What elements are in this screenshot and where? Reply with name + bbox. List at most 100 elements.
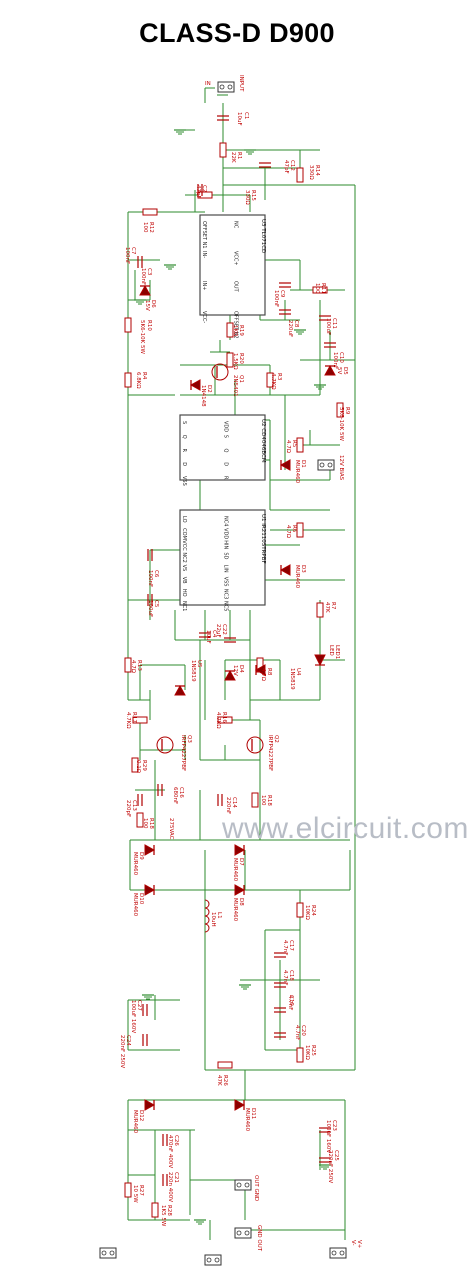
component-label: 10uF [236,112,242,126]
component-label: R20 [238,353,244,364]
component-label: 220n 400V [167,1172,173,1202]
inductor-coil [204,907,210,917]
connector-body [329,1247,347,1259]
component-label: R15 [250,190,256,201]
resistor [266,372,274,388]
component-label: U5 [196,660,202,668]
diode [279,459,291,471]
chip-pin-label: LO [181,516,187,523]
diode [189,379,201,391]
transistor [211,363,229,381]
resistor [226,352,234,368]
chip-pin-label: LIN [223,565,229,573]
component-label: 10KΩ [304,1045,310,1060]
component-label: 100uF 160V [130,1000,136,1033]
diode [144,1099,156,1111]
component-label: 220nF [225,797,231,814]
diode [144,844,156,856]
component-label: 15V [144,300,150,311]
component-label: R6 [291,525,297,533]
component-label: 22uF [215,624,221,638]
component-label: 0.1Ω [135,760,141,773]
component-label: 6.8KΩ [135,372,141,389]
chip-pin-label: VSS [181,476,187,486]
power-connector [329,1247,347,1259]
component-label: MUR460 [132,893,138,917]
component-label: 100nF [332,352,338,369]
component-label: 5K6-10K 5W [139,320,145,354]
component-label: 2N5401 [232,375,238,397]
resistor [217,1061,233,1069]
component-label: 100nF [124,247,130,264]
resistor [217,716,233,724]
component-label: C13 [131,800,137,811]
resistor [142,208,158,216]
component-label: D3 [300,565,306,573]
component-label: LED1 [334,645,340,659]
component-label: MUR460 [232,858,238,882]
chip-pin-label: R [223,476,229,480]
component-label: Q2 [273,735,279,743]
chip-pin-label: VSS [223,577,229,587]
component-label: 330Ω [244,190,250,205]
chip-pin-label: IN- [201,251,207,258]
chip-pin-label: VS [181,565,187,572]
out-gnd-connector [234,1179,252,1191]
component-label: IRFP4227PBF [180,735,186,771]
diode [279,564,291,576]
component-label: 12V BIAS [338,455,344,481]
resistor [151,1202,159,1218]
resistor [336,402,344,418]
component-label: 100 [260,795,266,806]
connector-body [99,1247,117,1259]
chip-pin-label: NC [233,221,239,229]
connector-pin [236,1230,242,1236]
component-label: 22K [230,152,236,163]
chip-u1: U1 IR2110STRPBFLOCOMVCCNC2VSVBHONC1NC4VD… [179,509,266,611]
resistor [226,322,234,338]
chip-pin-label: VDD [223,528,229,539]
component-label: R12 [148,222,154,233]
component-label: 680nF [172,787,178,804]
bias-connector [317,459,335,471]
component-label: D6 [150,300,156,308]
component-label: 100 [142,222,148,233]
component-label: 4.7nF [294,1025,300,1040]
transistor [246,736,264,754]
resistor [296,522,304,538]
chip-body [199,214,266,316]
component-label: 100uF 160V [325,1120,331,1153]
component-label: 4.7nF [287,995,293,1010]
chip-pin-label: VCC+ [233,251,239,266]
chip-pin-label: NC2 [181,552,187,562]
component-label: C14 [231,797,237,808]
component-label: MUR460 [232,898,238,922]
component-label: 100nF [140,268,146,285]
component-label: D8 [238,898,244,906]
left-out-connector [99,1247,117,1259]
diode [234,844,246,856]
component-label: R19 [238,325,244,336]
component-label: D1 [300,460,306,468]
resistor [132,716,148,724]
chip-name: U2 CD4046BCM [260,419,266,463]
component-label: 10 5W [132,1185,138,1203]
component-label: C6 [153,570,159,578]
component-label: C19 [288,995,294,1006]
connector-pin [327,462,333,468]
component-label: 10uF [205,630,211,644]
connector-body [234,1227,252,1239]
component-label: R28 [166,1205,172,1216]
component-label: 100 [314,283,320,294]
component-label: 4.7KΩ [125,712,131,729]
component-label: V- [350,1240,356,1245]
gnd-connector [204,1254,222,1266]
component-label: INPUT [238,75,244,92]
connector-pin [331,1250,337,1256]
chip-name: U1 IR2110STRPBF [260,514,266,564]
chip-pin-label: VCC- [201,311,207,323]
component-label: 100 [142,818,148,829]
